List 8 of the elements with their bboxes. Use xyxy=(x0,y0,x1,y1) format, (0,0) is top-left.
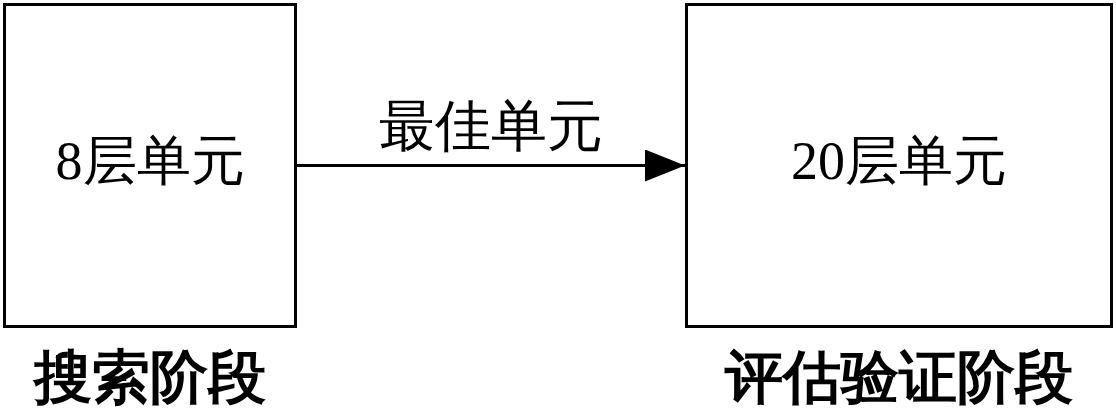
box-label: 20层单元 xyxy=(791,133,1007,188)
stage-caption: 评估验证阶段 xyxy=(725,348,1073,406)
edge-label: 最佳单元 xyxy=(379,97,603,154)
process-box xyxy=(3,3,297,328)
process-box xyxy=(685,3,1113,328)
arrow xyxy=(297,149,685,182)
box-label: 8层单元 xyxy=(55,133,245,188)
stage-caption: 搜索阶段 xyxy=(34,348,266,406)
